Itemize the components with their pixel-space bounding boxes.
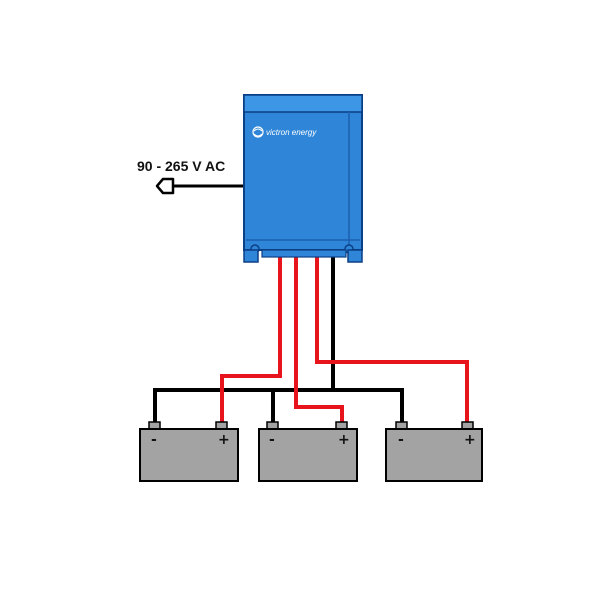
battery-3-pos-label: +	[464, 432, 476, 448]
battery-2: - +	[258, 421, 358, 482]
positive-wiring	[220, 253, 469, 429]
battery-2-neg-label: -	[269, 432, 275, 448]
battery-3-neg-label: -	[398, 432, 404, 448]
battery-2-pos-label: +	[338, 432, 350, 448]
battery-3: - +	[385, 421, 483, 482]
charger-top-cap	[243, 94, 363, 113]
battery-1-pos-label: +	[218, 432, 230, 448]
charger-foot-right	[347, 249, 363, 263]
charger-terminal-block	[261, 249, 347, 258]
battery-1-neg-label: -	[151, 432, 157, 448]
charger-body	[243, 94, 363, 251]
positive-wire-battery-1	[220, 253, 282, 429]
charger-unit: victron energy	[243, 94, 363, 263]
ac-input-label: 90 - 265 V AC	[137, 158, 225, 174]
negative-bus-wire	[153, 388, 404, 429]
battery-1-body	[139, 428, 239, 482]
charger-foot-left	[243, 249, 259, 263]
positive-wire-battery-2	[294, 253, 344, 429]
ac-plug-arrow-icon	[155, 177, 175, 195]
charger-brand-label: victron energy	[266, 128, 317, 137]
battery-2-body	[258, 428, 358, 482]
positive-wire-battery-3	[315, 253, 469, 429]
battery-1: - +	[139, 421, 239, 482]
victron-logo-icon	[252, 126, 264, 138]
battery-3-body	[385, 428, 483, 482]
ac-input: 90 - 265 V AC	[137, 158, 245, 195]
